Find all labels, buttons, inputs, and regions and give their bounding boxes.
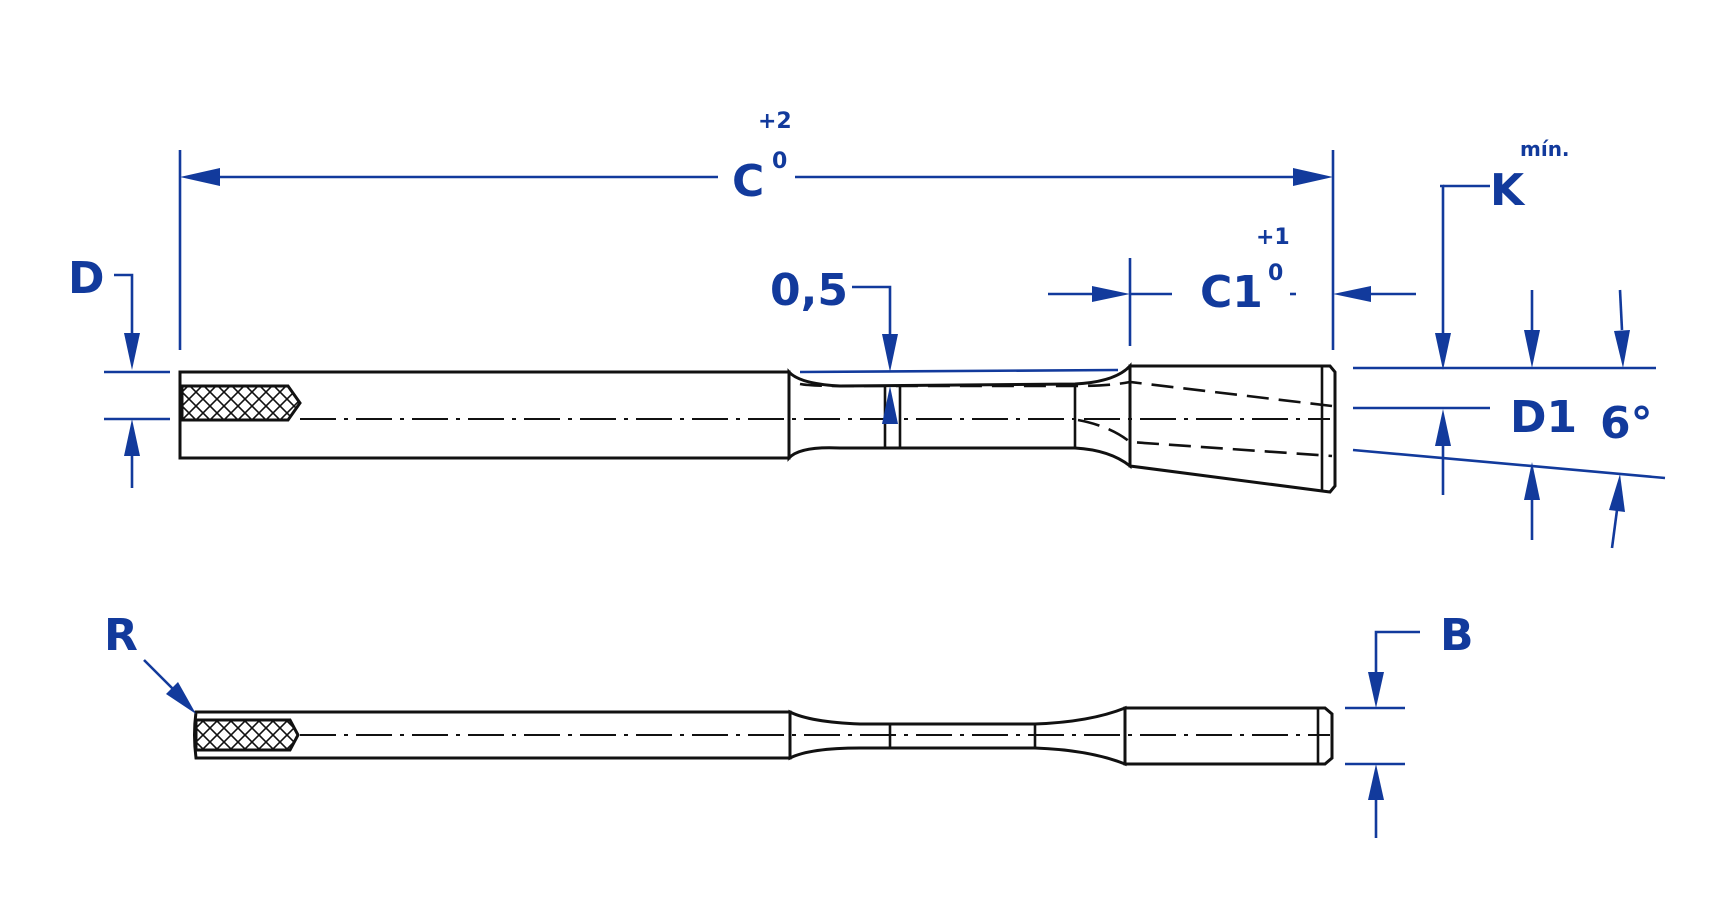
hidden-bore-top [799,380,1333,408]
bottom-view [193,705,1334,767]
knurled-grip [180,384,302,422]
dimension-K: K mín. [1435,137,1570,370]
tapered-head-outline [1128,364,1337,494]
dimension-D1-angle: D1 6° [1352,289,1666,549]
neck-outline [787,362,1132,470]
dimension-R: R [104,610,196,714]
hidden-bore-bottom [1077,418,1333,458]
dimension-D: D [68,253,170,488]
label-R: R [104,610,138,661]
label-C1-tol-lower: 0 [1268,261,1283,286]
label-C: C [732,156,764,207]
label-D1: D1 [1510,392,1577,443]
label-B: B [1440,610,1474,661]
dimension-groove: 0,5 [770,265,1119,424]
label-C-tol-upper: +2 [758,109,792,134]
label-K-suffix: mín. [1520,137,1570,161]
label-C-tol-lower: 0 [772,149,787,174]
dimension-C1: C1 +1 0 [1048,225,1416,346]
label-D: D [68,253,105,304]
label-angle: 6° [1600,398,1653,449]
label-C1-tol-upper: +1 [1256,225,1290,250]
label-C1: C1 [1200,267,1263,318]
label-groove-depth: 0,5 [770,265,848,316]
dimension-C: C +2 0 [178,109,1335,350]
top-view [178,362,1337,494]
dimension-B: B [1345,610,1474,838]
knurled-grip-bottom [194,718,300,752]
label-K: K [1490,165,1526,216]
